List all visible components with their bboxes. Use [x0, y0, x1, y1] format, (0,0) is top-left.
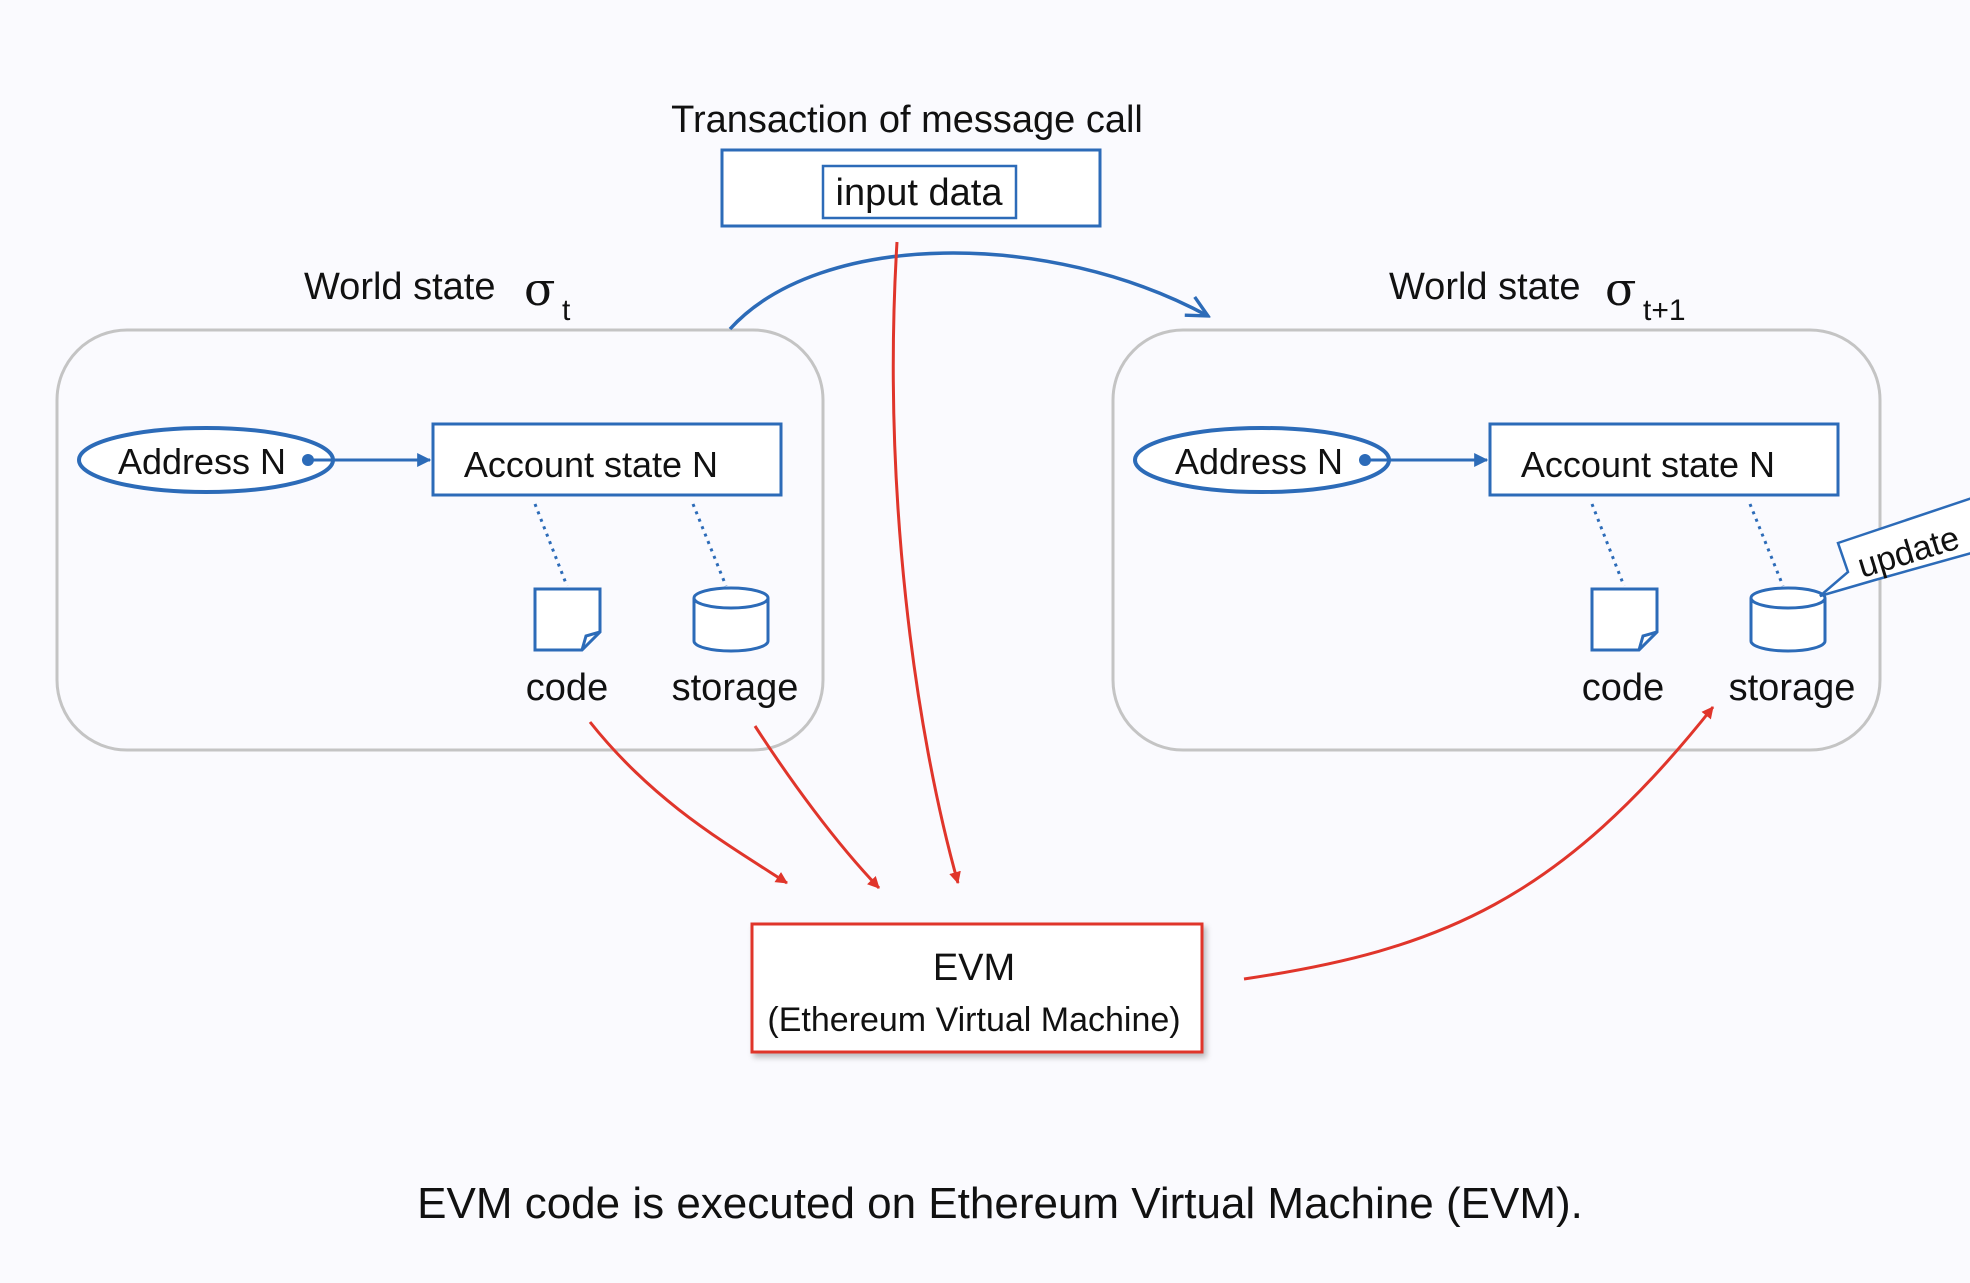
storage-cylinder-icon-t1 [1749, 598, 1827, 653]
account-state-n-label: Account state N [464, 444, 718, 485]
sigma-t-subscript: t [562, 294, 571, 327]
address-n-label-t1: Address N [1175, 441, 1343, 482]
storage-to-evm-arrow [753, 725, 881, 890]
world-state-t: World state σ t Address N Account state … [55, 262, 825, 752]
address-n-dot [302, 454, 314, 466]
state-transition-arrow [728, 251, 1208, 331]
world-state-t1-label: World state [1389, 266, 1580, 308]
address-n-label: Address N [118, 441, 286, 482]
account-state-n-box[interactable] [431, 422, 783, 497]
diagram-caption: EVM code is executed on Ethereum Virtual… [417, 1179, 1583, 1228]
address-n-dot-t1 [1359, 454, 1371, 466]
code-label: code [526, 667, 608, 709]
sigma-t-symbol: σ [524, 262, 555, 316]
storage-cylinder-top-icon [692, 586, 770, 610]
storage-cylinder-icon [692, 598, 770, 653]
world-state-t-container [55, 328, 825, 752]
input-data-to-evm-arrow [891, 241, 961, 884]
input-data-label: input data [836, 172, 1004, 214]
code-file-icon [533, 587, 602, 652]
world-state-t1-title: World state [1389, 266, 1580, 308]
evm-to-storage-update-arrow [1243, 706, 1715, 981]
input-data-box[interactable] [821, 164, 1018, 220]
evm-title: EVM [933, 947, 1015, 989]
update-callout-bubble [1819, 497, 1970, 598]
evm-group: EVM (Ethereum Virtual Machine) [750, 922, 1204, 1054]
account-to-storage-dotted-line-t1 [1748, 503, 1785, 587]
sigma-t1-symbol: σ [1605, 262, 1636, 316]
account-state-n-box-t1[interactable] [1488, 422, 1840, 497]
code-label-t1: code [1582, 667, 1664, 709]
code-file-fold-icon [580, 630, 601, 651]
account-state-n-label-t1: Account state N [1521, 444, 1775, 485]
evm-subtitle: (Ethereum Virtual Machine) [767, 1001, 1180, 1039]
transaction-group: Transaction of message call input data [671, 99, 1143, 228]
evm-box[interactable] [750, 922, 1204, 1054]
account-to-storage-dotted-line [691, 503, 728, 587]
code-file-icon-t1 [1590, 587, 1659, 652]
world-state-t-label: World state [304, 266, 495, 308]
code-file-fold-icon-t1 [1637, 630, 1658, 651]
storage-cylinder-top-icon-t1 [1749, 586, 1827, 610]
account-to-code-dotted-line [533, 503, 569, 587]
world-state-t-title: World state [304, 266, 495, 308]
account-to-code-dotted-line-t1 [1590, 503, 1626, 587]
storage-label-t1: storage [1729, 667, 1856, 709]
code-to-evm-arrow [588, 721, 788, 885]
world-state-t1: World state σ t+1 Address N Account stat… [1111, 262, 1970, 752]
storage-label: storage [672, 667, 799, 709]
transaction-title: Transaction of message call [671, 99, 1143, 141]
sigma-t1-subscript: t+1 [1643, 294, 1686, 327]
